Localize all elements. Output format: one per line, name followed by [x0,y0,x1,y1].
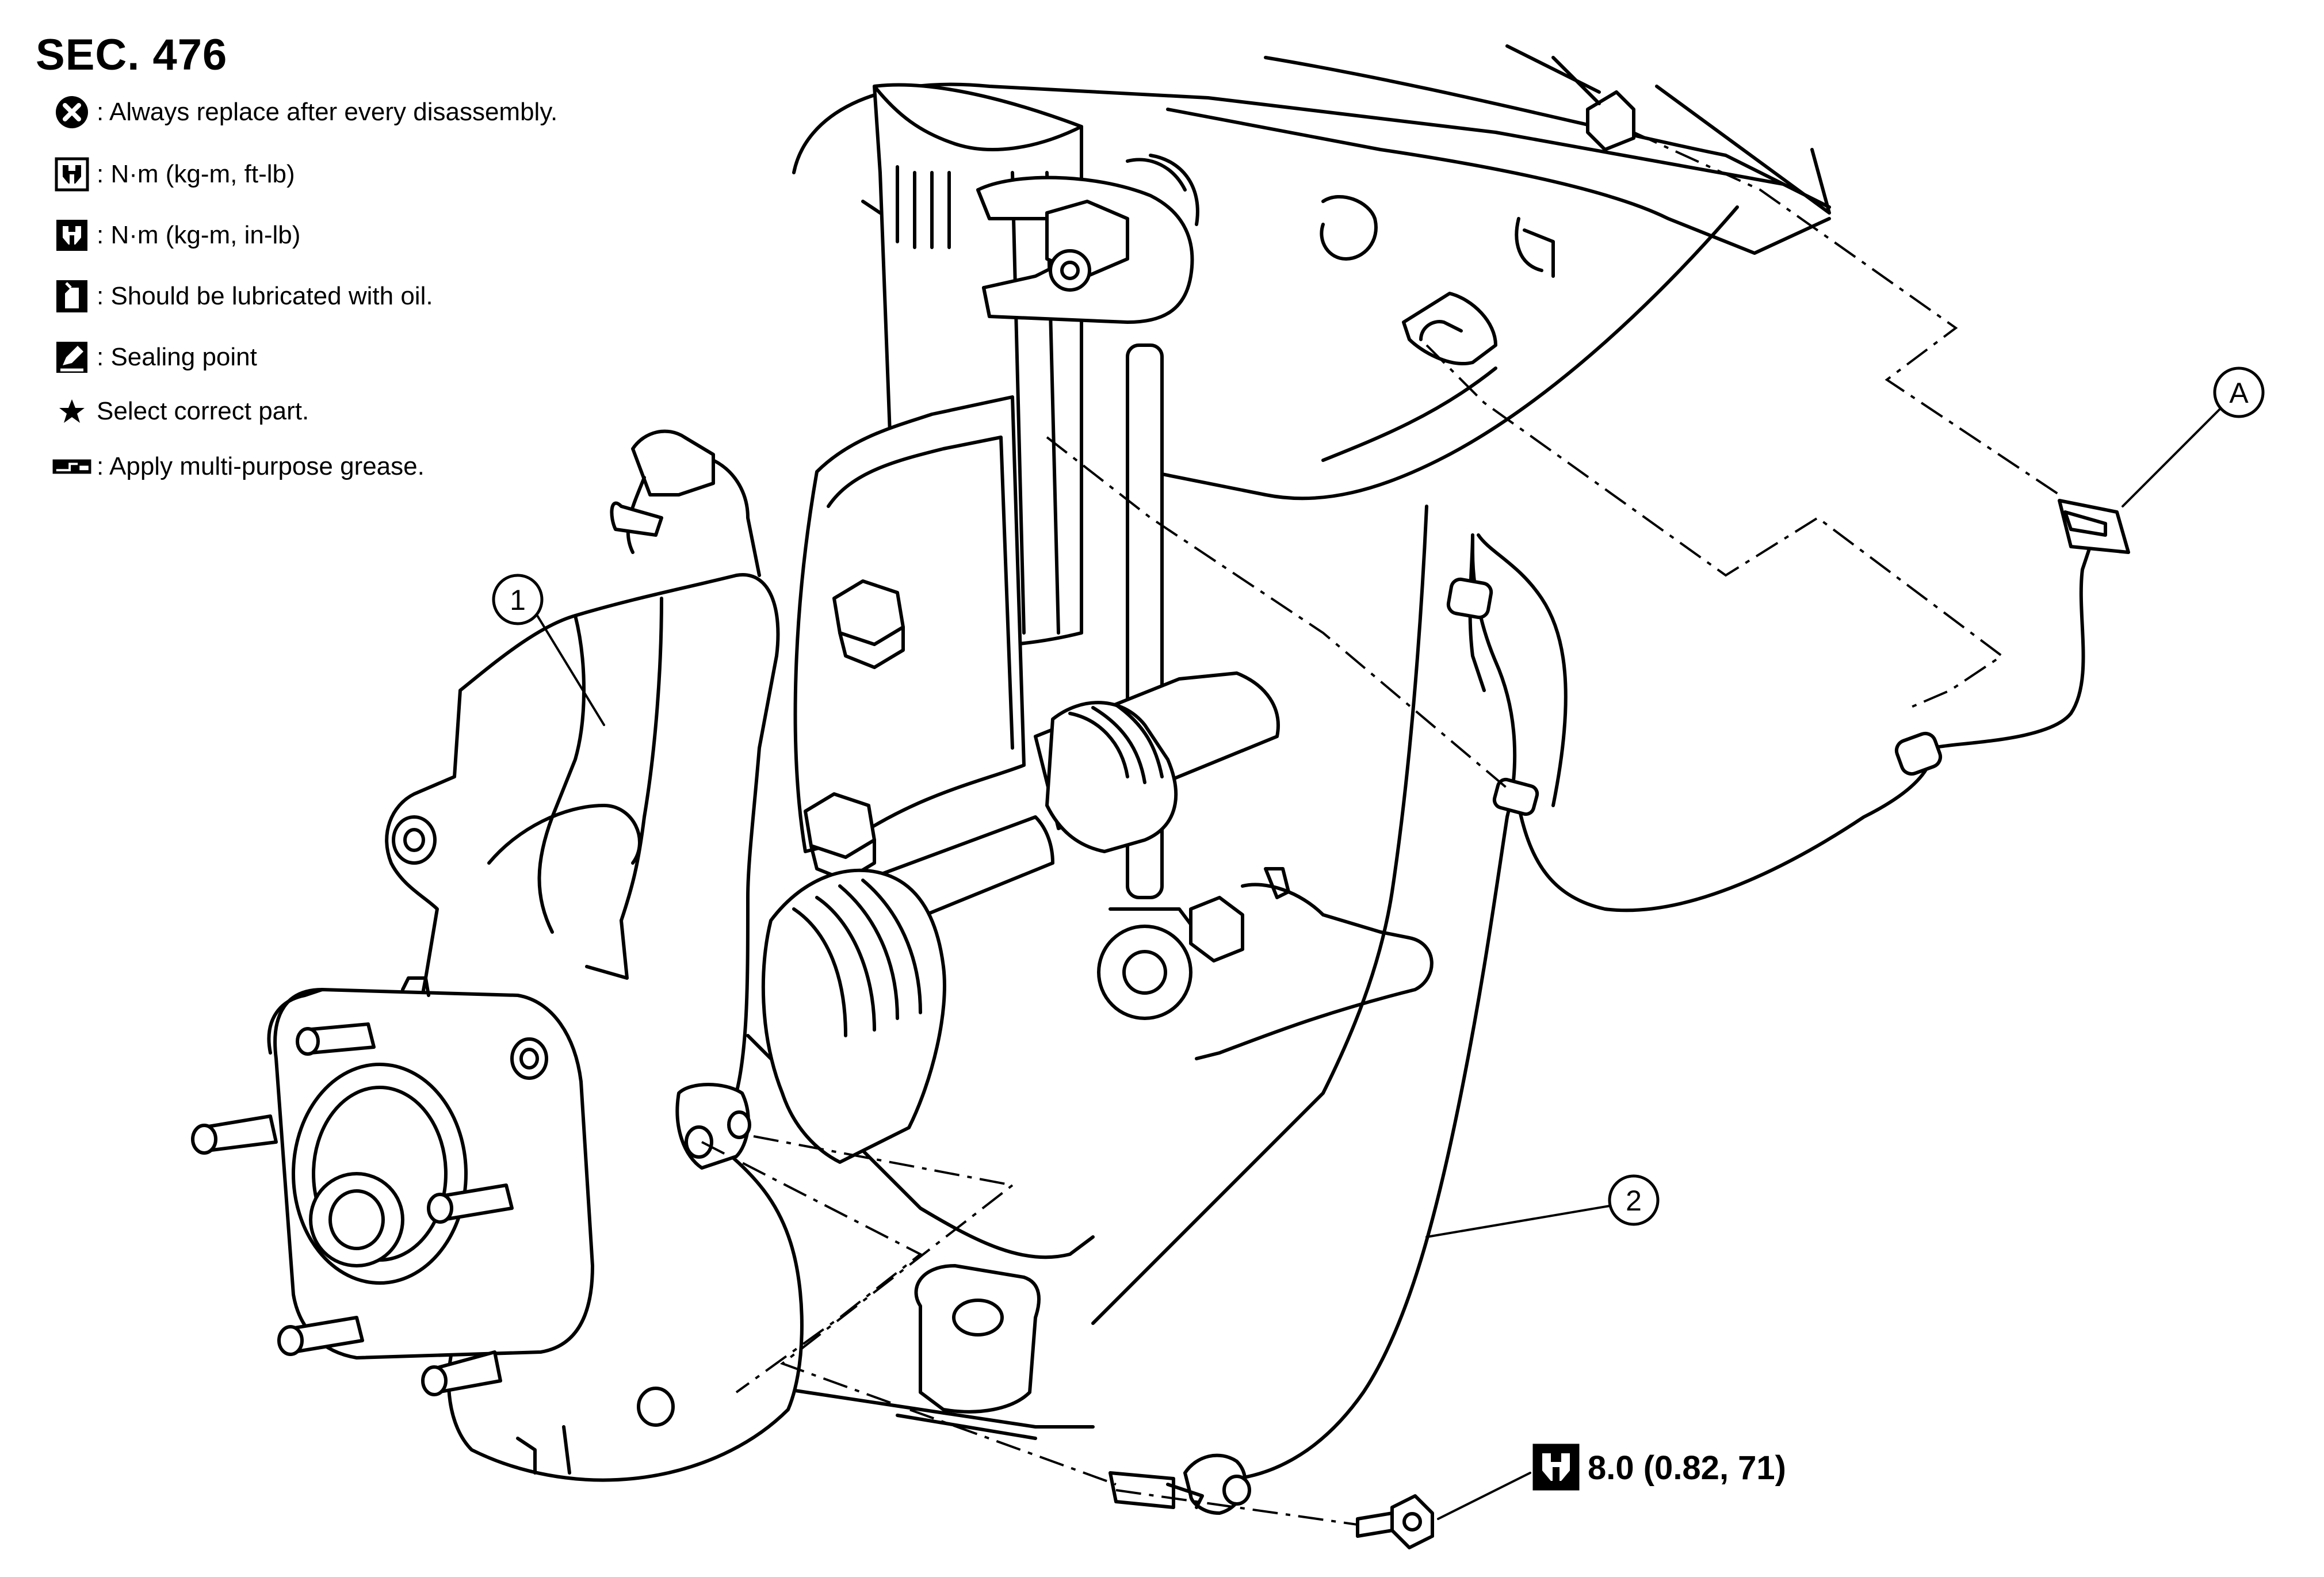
legend-row-grease: : Apply multi-purpose grease. [52,446,425,487]
callout-2 [1425,1174,1660,1238]
sensor-bolt [1356,1494,1434,1549]
strut-bolt-lower [804,792,876,882]
legend-text: Select correct part. [97,397,309,425]
harness-clip-upper [1551,56,1635,151]
legend-row-sealing: : Sealing point [52,337,257,377]
callout-a-label: A [2229,377,2249,409]
section-title: SEC. 476 [36,30,228,79]
wheel-stud [191,1114,278,1155]
star-icon [52,391,92,432]
replace-icon [52,92,92,132]
legend-text: : Should be lubricated with oil. [97,282,433,310]
drive-shaft [761,671,1280,1164]
wheel-sensor [1109,1453,1251,1515]
strut-bolt-upper [832,579,905,669]
harness-connector [2058,499,2130,554]
torque-value: 8.0 (0.82, 71) [1588,1449,1786,1487]
legend-row-replace: : Always replace after every disassembly… [52,92,557,132]
legend-text: : Apply multi-purpose grease. [97,452,425,480]
callout-a [2122,366,2265,507]
callout-1 [492,574,605,726]
legend-row-torque-inlb: : N·m (kg-m, in-lb) [52,215,300,255]
legend-text: : Always replace after every disassembly… [97,98,558,126]
legend-text: : N·m (kg-m, in-lb) [97,221,301,249]
legend-text: : N·m (kg-m, ft-lb) [97,160,295,188]
wheel-hub [191,976,594,1396]
legend-row-select: Select correct part. [52,391,309,432]
assembly-lines [701,131,2061,1526]
torque-wrench-filled-icon [52,215,92,255]
sealing-point-icon [52,337,92,377]
lower-arm [729,867,1434,1440]
wheel-stud [427,1183,514,1224]
legend-row-torque-ftlb: : N·m (kg-m, ft-lb) [52,154,295,194]
torque-wrench-icon [52,154,92,194]
callout-2-label: 2 [1626,1185,1642,1217]
oil-can-icon [52,276,92,316]
strut [793,83,1083,882]
torque-wrench-filled-icon [1530,1441,1582,1493]
callout-1-label: 1 [510,584,526,616]
legend-text: : Sealing point [97,343,257,371]
wheel-stud [296,1022,376,1056]
legend-row-oil: : Should be lubricated with oil. [52,276,433,316]
wheel-sensor-harness [1109,499,2130,1549]
stabilizer-link [976,154,1244,1020]
wheel-stud [421,1350,502,1396]
torque-leader-line [1437,1472,1531,1520]
wheel-stud [277,1316,364,1356]
grease-icon [52,446,92,487]
